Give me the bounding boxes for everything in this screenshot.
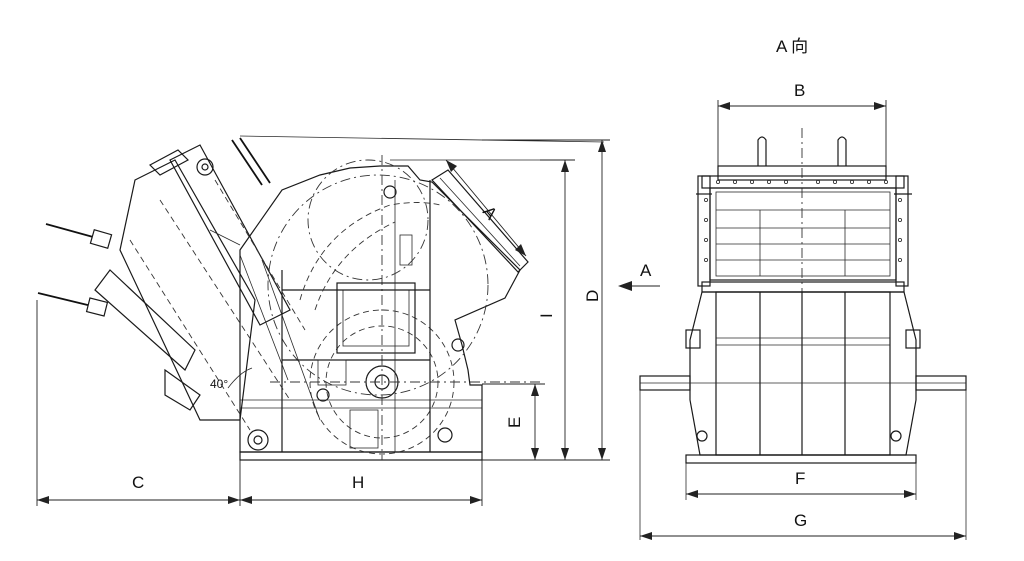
top-cap: [717, 165, 887, 181]
dim-D-label: D: [583, 290, 602, 302]
liner-curve: [299, 202, 441, 301]
angle-arc: [227, 367, 253, 389]
view-title: A 向: [776, 37, 808, 56]
dim-B-label: B: [794, 81, 805, 100]
pivot-circle-lower: [247, 429, 269, 451]
strut: [239, 254, 289, 381]
liner-curve-2: [314, 221, 396, 311]
side-lug: [685, 329, 701, 349]
pivot-center-lower: [253, 435, 263, 445]
dim-G-label: G: [794, 511, 807, 530]
lower-body: [689, 291, 917, 456]
top-clamp: [149, 149, 189, 176]
dim-C-label: C: [132, 473, 144, 492]
side-bracket: [697, 175, 711, 287]
inner-box-2: [342, 289, 410, 347]
top-flange: [701, 175, 905, 189]
small-box: [317, 359, 347, 386]
pivot-center: [201, 163, 209, 171]
inner-box: [336, 282, 416, 354]
mid-flange: [701, 281, 905, 293]
dim-H-label: H: [352, 473, 364, 492]
rear-frame: [119, 159, 256, 421]
foot-bolt: [890, 430, 902, 442]
dim-F-label: F: [795, 469, 805, 488]
lift-handle: [757, 136, 767, 166]
lift-handle: [837, 136, 847, 166]
bolt: [437, 427, 453, 443]
lower-housing: [715, 291, 891, 456]
foot-bolt: [696, 430, 708, 442]
dim-I-label: I: [537, 313, 556, 318]
bolt: [451, 338, 465, 352]
housing-outline: [239, 165, 521, 453]
view-arrow-head: [618, 281, 632, 291]
base-plate: [239, 451, 483, 461]
rod-link: [209, 229, 241, 246]
rod-nut: [89, 229, 113, 249]
dim-A-line: [445, 159, 527, 257]
upper-housing: [709, 187, 897, 281]
bracket: [164, 368, 201, 411]
side-lug: [905, 329, 921, 349]
bolt-row: [704, 179, 903, 262]
rear-frame-arm: [94, 269, 196, 371]
strut-2: [261, 259, 321, 421]
rear-apron-assembly: [37, 137, 321, 451]
pivot-circle: [196, 158, 214, 176]
front-view: A 向 B: [639, 37, 967, 540]
top-reference-line: [239, 135, 605, 143]
dim-E-label: E: [505, 417, 524, 428]
rear-dash-3: [214, 179, 306, 331]
front-base: [685, 454, 917, 464]
dim-A-label: A: [479, 202, 501, 223]
rotor-large-circle: [267, 174, 489, 396]
top-rod: [231, 139, 263, 186]
front-apron-inner: [439, 177, 521, 267]
rear-dash-2: [159, 199, 291, 401]
rear-apron: [169, 144, 291, 326]
bolt: [383, 185, 397, 199]
upper-housing-inner: [715, 191, 891, 277]
rear-dash: [129, 239, 251, 431]
front-apron: [431, 169, 529, 273]
bottom-box: [349, 409, 379, 449]
upper-circle: [307, 159, 429, 281]
side-view: 40° D I E A A: [36, 135, 660, 506]
top-rod-2: [239, 137, 271, 184]
small-box-2: [399, 234, 413, 266]
rod-nut: [85, 297, 109, 317]
bolt: [316, 388, 330, 402]
view-arrow-label: A: [640, 261, 652, 280]
angle-label: 40°: [210, 377, 228, 391]
side-bracket: [895, 175, 909, 287]
